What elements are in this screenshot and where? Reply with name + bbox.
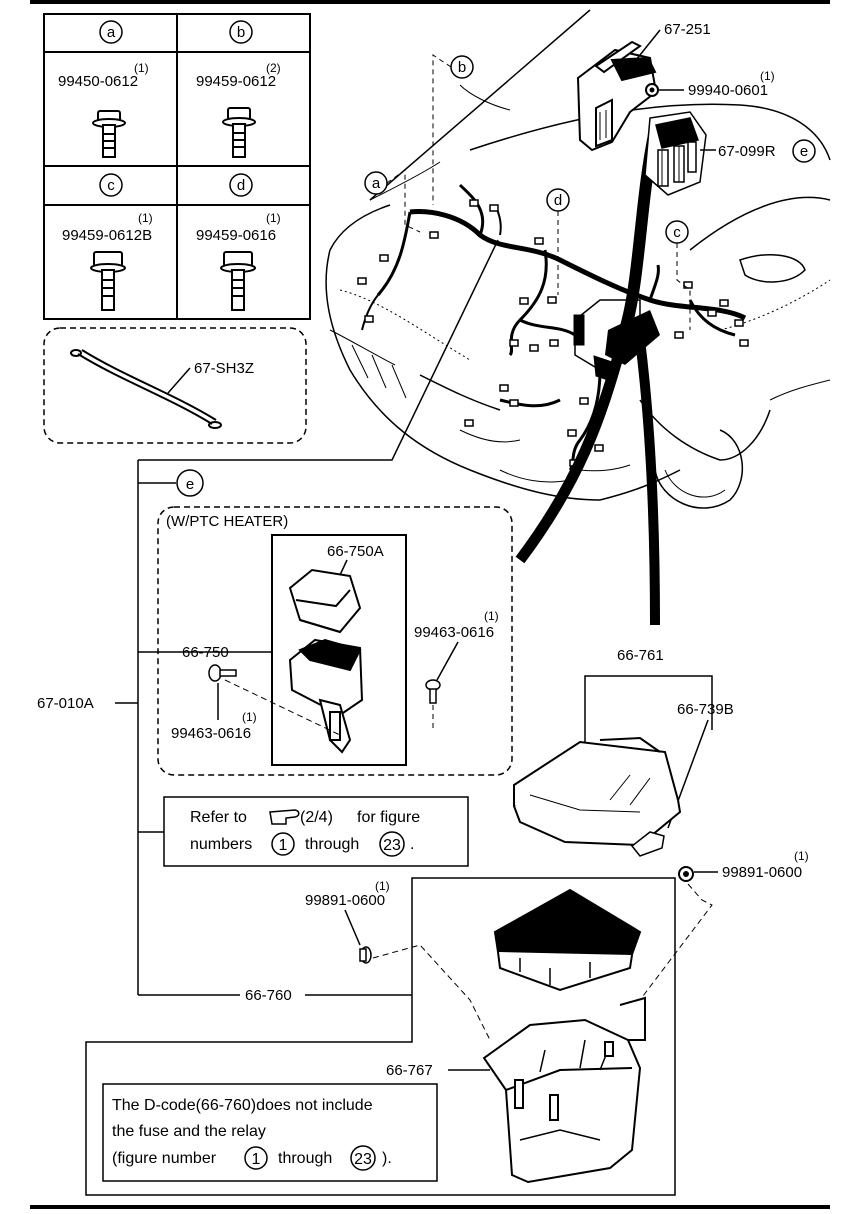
callout-e-label: e: [186, 476, 194, 493]
refer-note-prefix: Refer to: [190, 809, 247, 826]
connector-part-label: 66-739B: [677, 701, 734, 718]
bolt-right-part: 99463-0616: [414, 624, 494, 641]
figure-number-circle: [379, 831, 405, 857]
fastener-letter: c: [107, 177, 115, 194]
callout-e-label: e: [800, 143, 808, 160]
module-part-label: 66-761: [617, 647, 664, 664]
bolt-icon: [425, 679, 441, 704]
nut-icon: [645, 83, 659, 97]
ground-cable-icon: [70, 349, 222, 429]
fastener-qty: (2): [266, 61, 281, 75]
figure-number-circle: [350, 1145, 376, 1171]
fastener-cell-c: c (1) 99459-0612B: [62, 173, 153, 311]
lower-section-frame: [85, 877, 676, 1196]
fastener-letter: a: [107, 24, 116, 41]
figure-number-end: 23: [383, 837, 401, 854]
figure-number-start: 1: [279, 837, 288, 854]
figure-number-circle: [271, 832, 295, 856]
callout-a: a: [364, 169, 421, 233]
fastener-cell-b: b (2) 99459-0612: [196, 20, 281, 158]
fastener-qty: (1): [266, 211, 281, 225]
label-callouts-c: c: [673, 224, 681, 241]
bolt-right-qty: (1): [484, 609, 499, 623]
hex-bolt-icon: [220, 251, 256, 311]
fastener-qty: (1): [138, 211, 153, 225]
qty-99940-0601: (1): [760, 69, 775, 83]
ptc-heater-box: [157, 506, 513, 776]
fuse-box-icon: [288, 638, 364, 754]
callout-e-circle: [176, 469, 204, 497]
callout-e-circle: [792, 139, 816, 163]
dcode-note-through: through: [278, 1150, 332, 1167]
lower-nut-part: 99891-0600: [305, 892, 385, 909]
label-callouts-b: b: [458, 59, 466, 76]
control-module-icon: [513, 736, 682, 847]
main-leader-frame: [115, 239, 499, 996]
fuse-box-cover-icon: [288, 568, 362, 634]
fastener-letter: d: [237, 177, 245, 194]
fastener-part: 99459-0616: [196, 227, 276, 244]
flange-bolt-icon: [222, 107, 256, 158]
box-part-label: 66-750: [182, 644, 229, 661]
bolt-icon: [208, 664, 237, 682]
cover-part-label: 66-750A: [327, 543, 384, 560]
part-label-67-251: 67-251: [664, 21, 711, 38]
lower-nut-qty: (1): [375, 879, 390, 893]
fastener-table: [43, 13, 311, 320]
fastener-qty: (1): [134, 61, 149, 75]
refer-note-through: through: [305, 836, 359, 853]
fastener-part: 99450-0612: [58, 73, 138, 90]
connector-icon: [630, 831, 665, 857]
refer-note-numbers: numbers: [190, 836, 252, 853]
bracket-part-label: 66-767: [386, 1062, 433, 1079]
bolt-left-part: 99463-0616: [171, 725, 251, 742]
dcode-note-line1: The D-code(66-760)does not include: [112, 1097, 373, 1114]
callout-d: d: [546, 188, 570, 295]
ptc-inner-frame: [271, 534, 407, 766]
callout-c: c: [665, 220, 691, 330]
bottom-border: [30, 1205, 830, 1209]
dcode-figure-end: 23: [354, 1151, 372, 1168]
fastener-part: 99459-0612: [196, 73, 276, 90]
bolt-left-qty: (1): [242, 710, 257, 724]
part-label-67-099R: 67-099R: [718, 143, 776, 160]
refer-note-ref: (2/4): [300, 809, 333, 826]
dcode-figure-start: 1: [252, 1151, 261, 1168]
dcode-note-line2: the fuse and the relay: [112, 1123, 266, 1140]
nut-icon: [678, 866, 694, 882]
refer-note-suffix: for figure: [357, 809, 420, 826]
dcode-note-line3: (figure number: [112, 1150, 217, 1167]
fastener-part: 99459-0612B: [62, 227, 152, 244]
refer-note-end: .: [410, 836, 414, 853]
ground-cable-box: 67-SH3Z: [43, 327, 307, 444]
module-leader: [584, 675, 713, 742]
refer-note-box: [163, 796, 469, 867]
part-label-99940-0601: 99940-0601: [688, 82, 768, 99]
callout-b: b: [432, 54, 474, 205]
dcode-note-box: [102, 1083, 438, 1182]
hex-bolt-icon: [90, 251, 126, 311]
dcode-note-end: ).: [382, 1150, 392, 1167]
label-callouts-a: a: [372, 175, 381, 192]
ptc-heater-title: (W/PTC HEATER): [166, 513, 288, 530]
fastener-cell-d: d (1) 99459-0616: [196, 173, 281, 311]
relay-bracket-67-251: [576, 40, 658, 152]
top-border: [30, 0, 830, 4]
label-callouts-d: d: [554, 192, 562, 209]
figure-number-circle: [244, 1146, 268, 1170]
module-nut-qty: (1): [794, 849, 809, 863]
fastener-cell-a: a (1) 99450-0612: [58, 20, 149, 158]
bracket-66-767-icon: [482, 996, 646, 1184]
module-nut-part: 99891-0600: [722, 864, 802, 881]
relay-67-099R: [644, 111, 707, 196]
fusebox-part-label: 66-760: [245, 987, 292, 1004]
fuse-box-66-760-icon: [493, 888, 642, 992]
flange-bolt-icon: [92, 110, 126, 158]
main-part-label: 67-010A: [37, 695, 94, 712]
cable-part-label: 67-SH3Z: [194, 360, 254, 377]
pointing-hand-icon: [269, 809, 300, 825]
nut-icon: [359, 946, 372, 964]
fastener-letter: b: [237, 24, 245, 41]
